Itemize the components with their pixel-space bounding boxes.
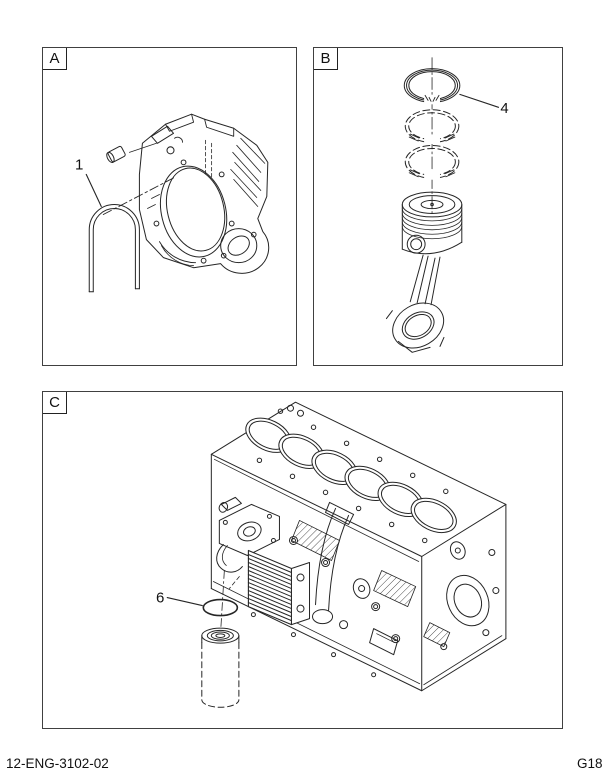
callout-6-label: 6 bbox=[156, 590, 164, 607]
panel-a-figure: 1 bbox=[75, 113, 270, 293]
panel-b-label: B bbox=[320, 50, 331, 67]
callout-1-leader bbox=[85, 173, 102, 208]
panel-b: B bbox=[313, 47, 563, 366]
panel-c-label: C bbox=[49, 394, 60, 411]
callout-4-label: 4 bbox=[500, 101, 508, 117]
callout-1-label: 1 bbox=[75, 156, 83, 173]
oil-cooler-drawing bbox=[247, 549, 311, 626]
plug-drawing bbox=[106, 142, 157, 163]
panel-a: A bbox=[42, 47, 297, 366]
callout-6-leader bbox=[166, 597, 203, 607]
top-compression-ring-drawing bbox=[403, 68, 461, 105]
panel-a-label: A bbox=[49, 50, 60, 67]
filter-centerline bbox=[219, 570, 225, 638]
flywheel-housing-drawing bbox=[138, 113, 270, 274]
piston-drawing bbox=[401, 191, 463, 255]
engine-block-drawing bbox=[210, 401, 507, 692]
callout-4-leader bbox=[459, 93, 500, 108]
panel-a-label-box: A bbox=[43, 48, 67, 70]
second-compression-ring-drawing bbox=[404, 109, 460, 145]
panel-b-label-box: B bbox=[314, 48, 338, 70]
o-ring-drawing bbox=[202, 598, 239, 617]
oil-filter-drawing bbox=[201, 627, 240, 708]
panel-c-label-box: C bbox=[43, 392, 67, 414]
footer-document-code: 12-ENG-3102-02 bbox=[6, 756, 109, 771]
o-ring-dash-line bbox=[228, 576, 240, 589]
panel-b-figure: 4 bbox=[385, 57, 509, 353]
arch-seal-drawing bbox=[88, 204, 140, 293]
connecting-rod-drawing bbox=[385, 254, 445, 353]
panel-c: C bbox=[42, 391, 563, 729]
coolant-pump-drawing bbox=[216, 496, 280, 573]
oil-control-ring-drawing bbox=[404, 144, 460, 180]
footer-page-code: G18 bbox=[577, 756, 603, 771]
panel-c-figure: 6 bbox=[156, 401, 507, 708]
